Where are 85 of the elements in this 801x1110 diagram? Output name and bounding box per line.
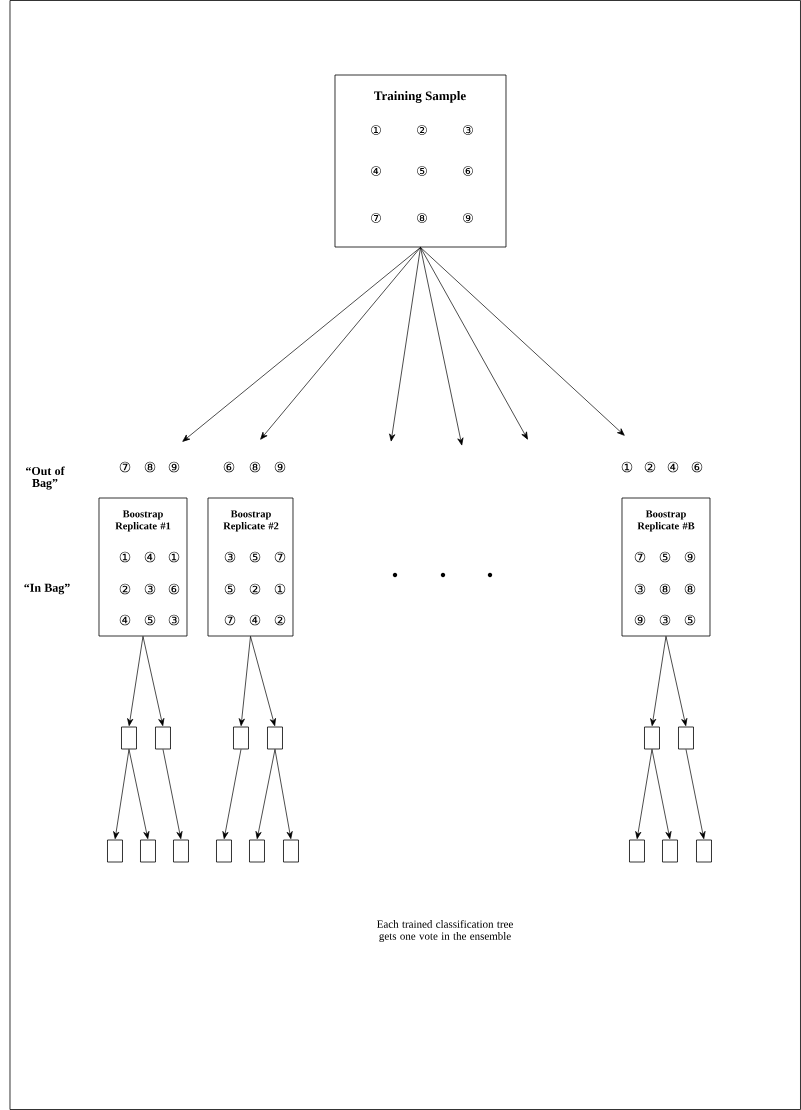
title-label: “In Bag”	[24, 583, 70, 595]
tree-node-box	[233, 726, 249, 750]
arrow	[255, 749, 276, 839]
circled-number: ④	[249, 614, 261, 626]
tree-node-box	[629, 839, 645, 863]
circled-number: ②	[274, 614, 286, 626]
arrow	[162, 749, 183, 839]
circled-number: ⑨	[463, 213, 473, 223]
arrow	[260, 247, 421, 440]
circled-number: ①	[168, 551, 180, 563]
tree-node-box	[173, 839, 189, 863]
arrow	[142, 636, 165, 726]
arrow	[182, 247, 421, 442]
circled-number: ②	[644, 461, 656, 473]
arrow	[420, 247, 464, 446]
circled-number: ⑤	[659, 551, 671, 563]
arrow	[113, 749, 130, 839]
circled-number: ⑤	[417, 166, 427, 176]
arrow	[635, 749, 653, 839]
circled-number: ②	[249, 583, 261, 595]
arrow	[420, 247, 528, 440]
circled-number: ⑥	[223, 461, 235, 473]
circled-number: ④	[119, 614, 131, 626]
arrow	[222, 749, 242, 839]
circled-number: ⑦	[119, 461, 131, 473]
tree-node-box	[267, 726, 283, 750]
tree-node-box	[140, 839, 156, 863]
circled-number: ②	[417, 125, 427, 135]
arrow	[650, 636, 667, 726]
tree-node-box	[155, 726, 171, 750]
circled-number: ⑦	[371, 213, 381, 223]
circled-number: ⑦	[274, 551, 286, 563]
arrow	[238, 636, 251, 726]
circled-number: ⑤	[684, 614, 696, 626]
circled-number: ⑨	[634, 614, 646, 626]
circled-number: ②	[119, 583, 131, 595]
tree-node-box	[662, 839, 678, 863]
circled-number: ⑥	[168, 583, 180, 595]
circled-number: ③	[168, 614, 180, 626]
tree-node-box	[678, 726, 694, 750]
circled-number: ⑤	[224, 583, 236, 595]
circled-number: ⑦	[634, 551, 646, 563]
circled-number: ③	[659, 614, 671, 626]
tree-node-box	[121, 726, 137, 750]
arrow	[685, 749, 706, 839]
circled-number: ⑥	[463, 166, 473, 176]
tree-node-box	[249, 839, 265, 863]
caption-text: Each trained classification tree gets one vote in the ensemble	[377, 920, 513, 942]
arrow	[389, 247, 421, 442]
circled-number: ⑨	[274, 461, 286, 473]
arrow	[250, 636, 276, 727]
circled-number: ⑨	[168, 461, 180, 473]
circled-number: ①	[119, 551, 131, 563]
circled-number: ①	[274, 583, 286, 595]
tree-node-box	[696, 839, 712, 863]
title-label: “Out of Bag”	[26, 466, 65, 490]
arrow	[128, 749, 150, 839]
arrow	[127, 636, 144, 726]
circled-number: ③	[634, 583, 646, 595]
circled-number: ④	[667, 461, 679, 473]
circled-number: ⑧	[684, 583, 696, 595]
circled-number: ①	[621, 461, 633, 473]
circled-number: ⑤	[249, 551, 261, 563]
tree-node-box	[216, 839, 232, 863]
tree-node-box	[107, 839, 123, 863]
tree-node-box	[283, 839, 299, 863]
circled-number: ⑤	[144, 614, 156, 626]
circled-number: ⑦	[224, 614, 236, 626]
circled-number: ①	[371, 125, 381, 135]
circled-number: ⑥	[691, 461, 703, 473]
circled-number: ④	[371, 166, 381, 176]
circled-number: ④	[144, 551, 156, 563]
arrow	[274, 749, 293, 839]
circled-number: ③	[463, 125, 473, 135]
circled-number: ⑧	[144, 461, 156, 473]
arrow	[651, 749, 672, 839]
circled-number: ⑨	[684, 551, 696, 563]
circled-number: ⑧	[417, 213, 427, 223]
circled-number: ③	[224, 551, 236, 563]
arrow	[420, 247, 625, 436]
tree-node-box	[644, 726, 660, 750]
circled-number: ⑧	[249, 461, 261, 473]
circled-number: ③	[144, 583, 156, 595]
arrow	[665, 636, 688, 726]
circled-number: ⑧	[659, 583, 671, 595]
